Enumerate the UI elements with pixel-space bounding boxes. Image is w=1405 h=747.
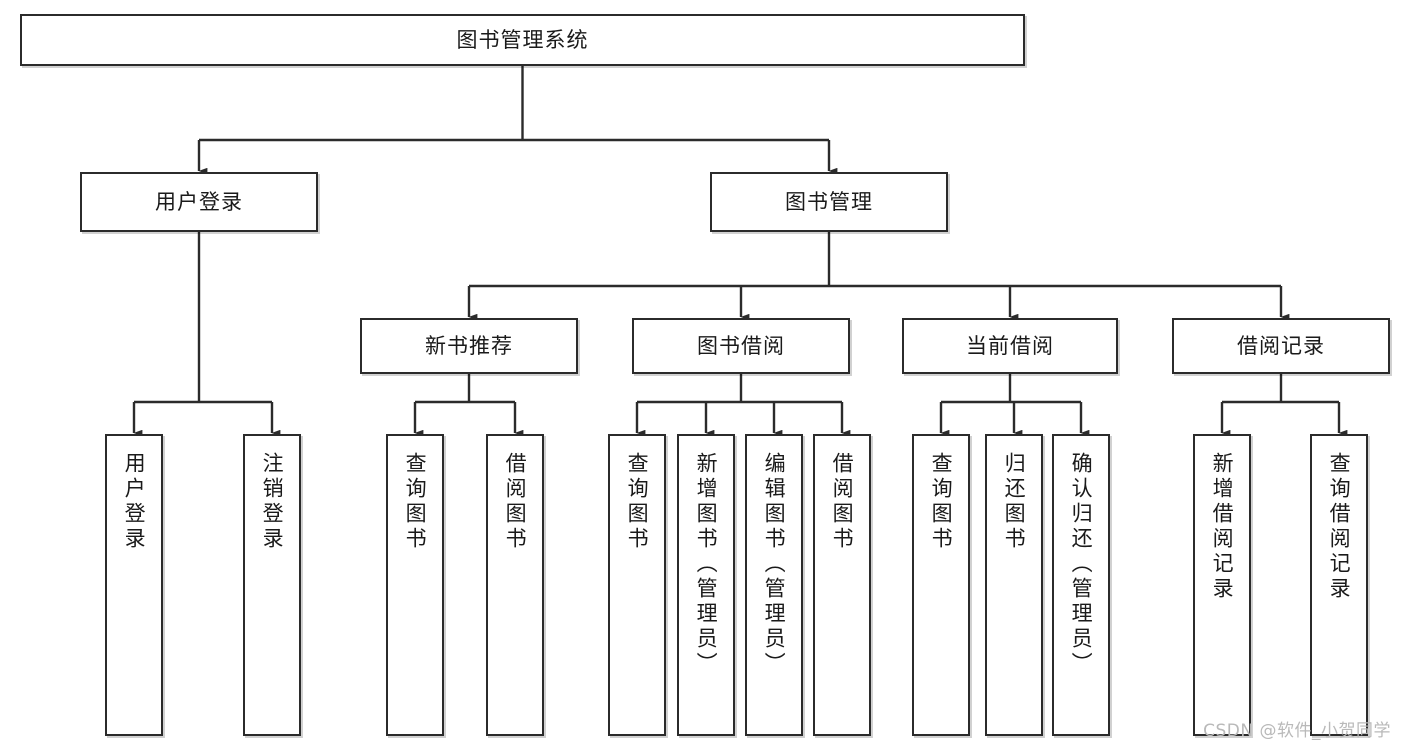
node-book-borrowing[interactable]: 图书借阅 bbox=[632, 318, 850, 374]
leaf-confirm-return-admin-label: 确认归还（管理员） bbox=[1069, 452, 1094, 677]
leaf-query-borrow-record-label: 查询借阅记录 bbox=[1327, 452, 1352, 602]
leaf-query-book-recommend-label: 查询图书 bbox=[403, 452, 428, 552]
node-root[interactable]: 图书管理系统 bbox=[20, 14, 1025, 66]
node-book-management-label: 图书管理 bbox=[785, 189, 873, 214]
leaf-add-borrow-record-label: 新增借阅记录 bbox=[1210, 452, 1235, 602]
leaf-logout-login-label: 注销登录 bbox=[260, 452, 285, 552]
node-borrow-records[interactable]: 借阅记录 bbox=[1172, 318, 1390, 374]
leaf-add-book-admin[interactable]: 新增图书（管理员） bbox=[677, 434, 735, 736]
leaf-query-book-current[interactable]: 查询图书 bbox=[912, 434, 970, 736]
leaf-user-login-label: 用户登录 bbox=[122, 452, 147, 552]
leaf-query-book-recommend[interactable]: 查询图书 bbox=[386, 434, 444, 736]
leaf-return-book-label: 归还图书 bbox=[1002, 452, 1027, 552]
leaf-edit-book-admin-label: 编辑图书（管理员） bbox=[762, 452, 787, 677]
leaf-edit-book-admin[interactable]: 编辑图书（管理员） bbox=[745, 434, 803, 736]
leaf-query-book-current-label: 查询图书 bbox=[929, 452, 954, 552]
node-new-book-recommendation-label: 新书推荐 bbox=[425, 333, 513, 358]
leaf-borrow-book-recommend[interactable]: 借阅图书 bbox=[486, 434, 544, 736]
node-current-borrowing[interactable]: 当前借阅 bbox=[902, 318, 1118, 374]
node-book-management[interactable]: 图书管理 bbox=[710, 172, 948, 232]
leaf-confirm-return-admin[interactable]: 确认归还（管理员） bbox=[1052, 434, 1110, 736]
leaf-query-book-borrow-label: 查询图书 bbox=[625, 452, 650, 552]
leaf-add-book-admin-label: 新增图书（管理员） bbox=[694, 452, 719, 677]
leaf-borrow-book-label: 借阅图书 bbox=[830, 452, 855, 552]
leaf-add-borrow-record[interactable]: 新增借阅记录 bbox=[1193, 434, 1251, 736]
leaf-logout-login[interactable]: 注销登录 bbox=[243, 434, 301, 736]
node-new-book-recommendation[interactable]: 新书推荐 bbox=[360, 318, 578, 374]
node-book-borrowing-label: 图书借阅 bbox=[697, 333, 785, 358]
node-root-label: 图书管理系统 bbox=[456, 27, 589, 52]
leaf-query-borrow-record[interactable]: 查询借阅记录 bbox=[1310, 434, 1368, 736]
node-borrow-records-label: 借阅记录 bbox=[1237, 333, 1325, 358]
leaf-query-book-borrow[interactable]: 查询图书 bbox=[608, 434, 666, 736]
leaf-return-book[interactable]: 归还图书 bbox=[985, 434, 1043, 736]
node-user-login[interactable]: 用户登录 bbox=[80, 172, 318, 232]
node-current-borrowing-label: 当前借阅 bbox=[966, 333, 1054, 358]
leaf-borrow-book[interactable]: 借阅图书 bbox=[813, 434, 871, 736]
node-user-login-label: 用户登录 bbox=[155, 189, 243, 214]
leaf-user-login[interactable]: 用户登录 bbox=[105, 434, 163, 736]
leaf-borrow-book-recommend-label: 借阅图书 bbox=[503, 452, 528, 552]
watermark: CSDN @软件_小贺同学 bbox=[1203, 721, 1391, 741]
